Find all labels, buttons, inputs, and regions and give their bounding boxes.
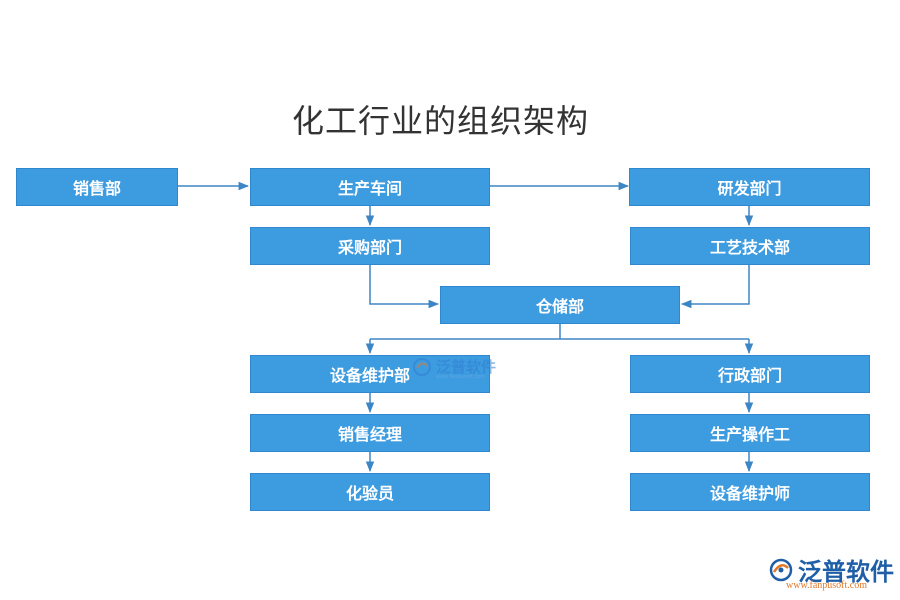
node-purchasing-dept: 采购部门 xyxy=(250,227,490,265)
node-warehouse: 仓储部 xyxy=(440,286,680,324)
footer-url: www.fanpusoft.com xyxy=(786,580,868,591)
fanpu-logo-icon xyxy=(413,357,431,376)
node-lab-technician: 化验员 xyxy=(250,473,490,511)
watermark-sub: www.fanpusoft.com xyxy=(436,374,486,380)
watermark-text: 泛普软件 xyxy=(436,358,497,376)
node-production-operator: 生产操作工 xyxy=(630,414,870,452)
node-equipment-maintenance-tech: 设备维护师 xyxy=(630,473,870,511)
connector-process-to-warehouse xyxy=(680,264,750,309)
connector-purchasing-to-warehouse xyxy=(369,264,440,309)
node-sales-dept: 销售部 xyxy=(16,168,178,206)
footer-brand: 泛普软件 xyxy=(798,558,894,586)
watermark: 泛普软件 www.fanpusoft.com xyxy=(412,356,497,380)
footer-logo: 泛普软件 xyxy=(768,552,894,587)
fanpu-logo-icon xyxy=(769,558,793,581)
node-sales-manager: 销售经理 xyxy=(250,414,490,452)
node-equipment-maintenance-dept: 设备维护部 xyxy=(250,355,490,393)
node-rnd-dept: 研发部门 xyxy=(629,168,870,206)
node-production-workshop: 生产车间 xyxy=(250,168,490,206)
node-process-tech-dept: 工艺技术部 xyxy=(630,227,870,265)
node-admin-dept: 行政部门 xyxy=(630,355,870,393)
diagram-title: 化工行业的组织架构 xyxy=(292,102,590,140)
